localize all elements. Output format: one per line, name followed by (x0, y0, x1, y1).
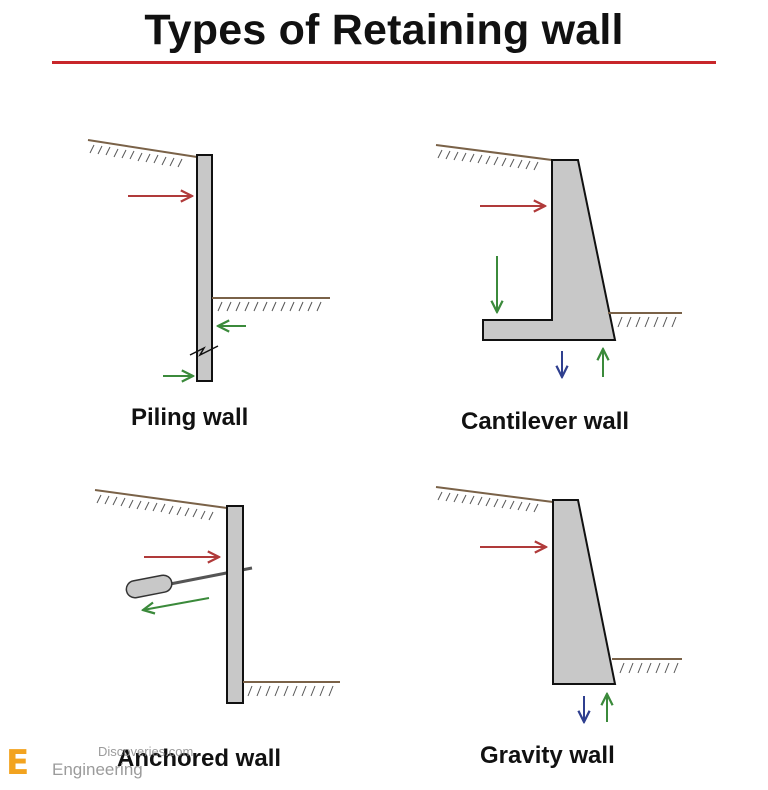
caption-anchored-wall: Anchored wall (117, 745, 282, 772)
backfill-ground-line (87, 139, 198, 158)
caption-gravity-wall: Gravity wall (480, 742, 615, 769)
gravity-wall-diagram (435, 486, 682, 722)
backfill-ground-line (435, 486, 554, 503)
caption-cantilever-wall: Cantilever wall (461, 408, 630, 435)
toe-hatch (617, 316, 677, 328)
gravity-wall (552, 499, 617, 685)
excavation-hatch (247, 685, 334, 697)
engineering-discoveries-logo-icon: E (6, 743, 30, 783)
watermark-line-2: Engineering (52, 760, 143, 779)
excavation-hatch (217, 301, 322, 312)
pile-wall (196, 154, 213, 382)
backfill-ground-line (435, 144, 553, 161)
anchored-sheet-wall (226, 505, 244, 704)
backfill-ground-line (94, 489, 228, 509)
toe-hatch (619, 662, 679, 674)
cantilever-wall-diagram (435, 144, 682, 377)
anchor-bulb (125, 574, 173, 599)
title-underline (52, 61, 716, 64)
backfill-hatch (89, 144, 183, 168)
page-title: Types of Retaining wall (144, 6, 624, 54)
piling-wall-diagram (87, 139, 330, 382)
backfill-hatch (96, 494, 214, 521)
anchored-wall-diagram (94, 489, 340, 704)
watermark: E Discoveries.com Engineering (6, 742, 226, 784)
cantilever-wall (482, 159, 617, 341)
anchor-tension-arrow (143, 597, 210, 610)
backfill-hatch (437, 149, 539, 171)
backfill-hatch (437, 491, 539, 513)
watermark-line-1: Discoveries.com (98, 744, 194, 759)
caption-piling-wall: Piling wall (131, 404, 249, 431)
break-symbol (189, 345, 219, 357)
